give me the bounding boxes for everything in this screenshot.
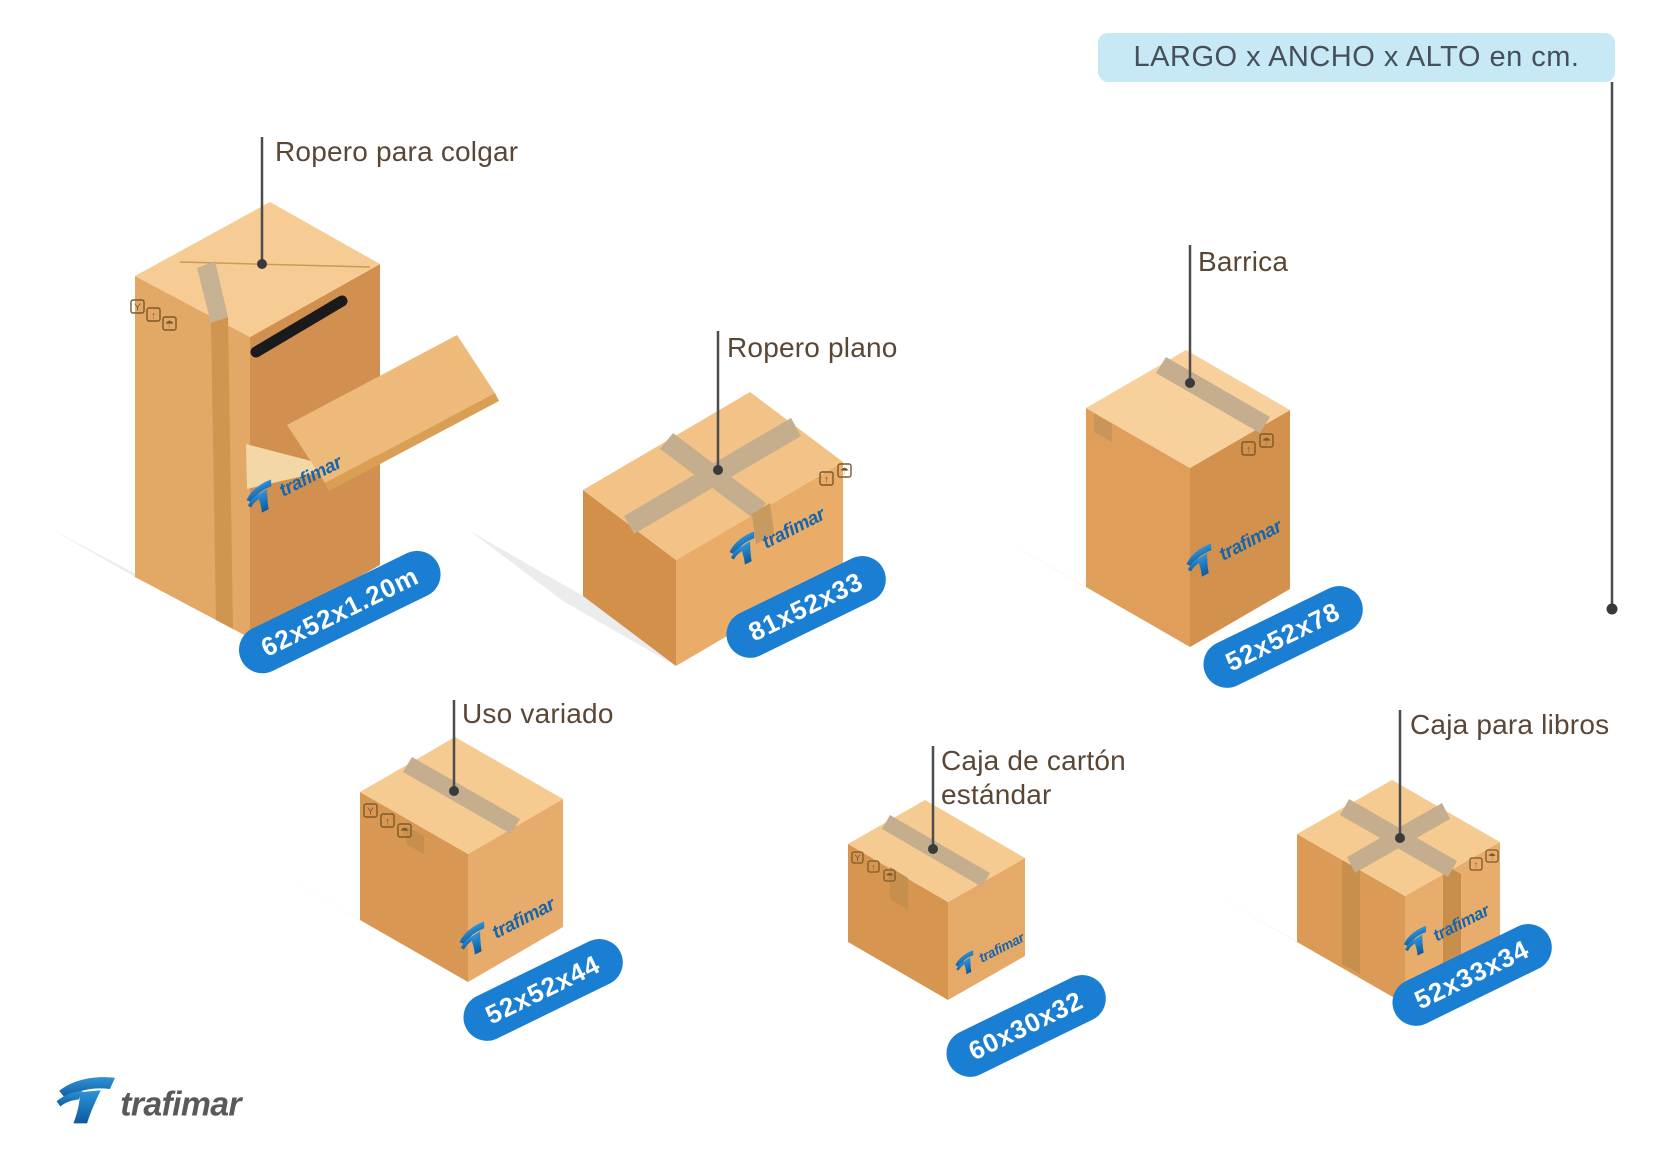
tape-strip xyxy=(1342,860,1360,974)
pointer-ropero-colgar xyxy=(257,137,267,269)
box-label-line: estándar xyxy=(941,779,1052,810)
keep-dry-icon: ☂ xyxy=(883,869,896,882)
box-label-ropero-colgar: Ropero para colgar xyxy=(275,136,519,167)
tape-strip xyxy=(660,433,766,519)
svg-text:☂: ☂ xyxy=(165,320,174,331)
box-shadow xyxy=(753,887,948,1000)
box-illustration-uso-variado: Y ↑ ☂ xyxy=(256,737,563,982)
box-left-face xyxy=(848,844,948,1000)
svg-text:☂: ☂ xyxy=(400,827,409,838)
keep-dry-icon: ☂ xyxy=(837,463,852,478)
this-side-up-icon: ↑ xyxy=(1469,857,1483,871)
pointer-dot xyxy=(928,844,938,854)
pointer-dot xyxy=(1606,603,1618,615)
svg-text:↑: ↑ xyxy=(871,862,876,872)
fragile-icon: Y xyxy=(851,851,864,864)
this-side-up-icon: ↑ xyxy=(146,307,161,322)
box-label-caja-libros: Caja para libros xyxy=(1410,709,1610,740)
keep-dry-icon: ☂ xyxy=(162,316,177,331)
box-open-flap-edge xyxy=(325,393,499,491)
legend-pointer xyxy=(1606,82,1618,615)
keep-dry-icon: ☂ xyxy=(1485,849,1499,863)
box-left-face xyxy=(583,490,676,666)
svg-text:Y: Y xyxy=(134,303,141,314)
legend-badge: LARGO x ANCHO x ALTO en cm. xyxy=(1098,33,1615,82)
hanger-slot xyxy=(250,295,348,358)
box-left-face xyxy=(1086,408,1190,647)
svg-text:Y: Y xyxy=(854,853,860,863)
svg-text:☂: ☂ xyxy=(1488,852,1496,862)
pointer-dot xyxy=(713,465,723,475)
box-right-face xyxy=(1190,410,1290,647)
pointer-dot xyxy=(449,786,459,796)
box-shadow xyxy=(976,524,1190,647)
box-label-line: Caja de cartón xyxy=(941,745,1126,776)
box-illustration-barrica: ↑ ☂ xyxy=(976,350,1290,647)
box-left-face xyxy=(135,276,250,638)
pointer-dot xyxy=(1185,378,1195,388)
pointer-dot xyxy=(257,259,267,269)
box-label-caja-estandar: Caja de cartón estándar xyxy=(941,744,1126,812)
svg-text:☂: ☂ xyxy=(1262,437,1271,448)
tape-strip xyxy=(211,317,233,629)
legend-text: LARGO x ANCHO x ALTO en cm. xyxy=(1133,41,1580,73)
box-illustration-caja-estandar: Y ↑ ☂ xyxy=(753,800,1028,1000)
box-illustration-ropero-plano: ↑ ☂ xyxy=(470,392,852,666)
svg-text:Y: Y xyxy=(367,807,374,818)
box-left-face xyxy=(360,792,468,982)
svg-text:↑: ↑ xyxy=(151,311,156,322)
this-side-up-icon: ↑ xyxy=(867,860,880,873)
box-illustration-ropero-colgar: Y ↑ ☂ xyxy=(53,202,499,638)
svg-text:☂: ☂ xyxy=(885,871,893,881)
keep-dry-icon: ☂ xyxy=(397,823,412,838)
svg-text:↑: ↑ xyxy=(824,475,829,486)
box-top-face xyxy=(135,202,380,337)
box-inner-flap xyxy=(246,444,338,489)
this-side-up-icon: ↑ xyxy=(380,813,395,828)
tape-strip xyxy=(197,261,228,323)
pointer-dot xyxy=(1395,833,1405,843)
footer-brand-logo xyxy=(56,1077,244,1124)
tape-strip xyxy=(403,757,520,834)
fragile-icon: Y xyxy=(363,803,378,818)
box-right-face xyxy=(468,799,563,982)
tape-strip xyxy=(1094,414,1112,442)
box-open-flap xyxy=(287,335,495,483)
pointer-caja-estandar xyxy=(928,746,938,854)
box-label-uso-variado: Uso variado xyxy=(462,698,614,729)
this-side-up-icon: ↑ xyxy=(819,471,834,486)
pointer-barrica xyxy=(1185,245,1195,388)
pointer-uso-variado xyxy=(449,700,459,796)
pointer-caja-libros xyxy=(1395,710,1405,843)
box-label-ropero-plano: Ropero plano xyxy=(727,332,898,363)
svg-text:↑: ↑ xyxy=(1474,860,1479,870)
svg-text:↑: ↑ xyxy=(1246,445,1251,456)
svg-text:↑: ↑ xyxy=(385,817,390,828)
svg-text:☂: ☂ xyxy=(840,467,849,478)
box-shadow xyxy=(470,531,676,666)
box-top-face xyxy=(1086,350,1290,468)
tape-strip xyxy=(1156,357,1270,433)
this-side-up-icon: ↑ xyxy=(1241,441,1256,456)
fragile-icon: Y xyxy=(130,299,145,314)
keep-dry-icon: ☂ xyxy=(1259,433,1274,448)
box-label-barrica: Barrica xyxy=(1198,246,1289,277)
pointer-ropero-plano xyxy=(713,331,723,475)
